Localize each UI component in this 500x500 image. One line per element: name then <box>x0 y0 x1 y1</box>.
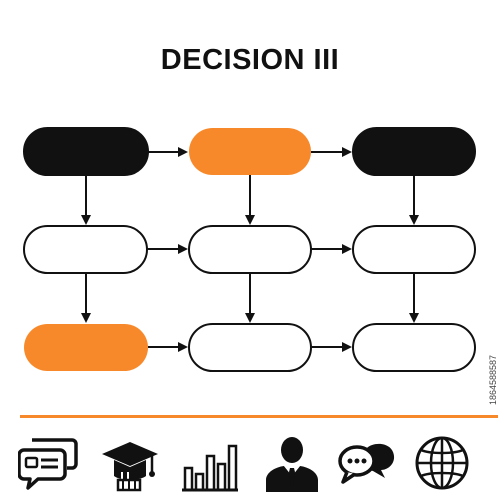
process-box-r3-c2 <box>188 323 312 372</box>
diagram-title: DECISION III <box>160 44 340 76</box>
icon-row <box>0 430 500 500</box>
process-box-r1-c2 <box>189 128 311 175</box>
divider-bar <box>20 415 498 418</box>
process-box-r2-c1 <box>23 225 148 274</box>
businessman-icon <box>266 437 318 492</box>
graduation-cap-icon <box>102 442 158 492</box>
bar-chart-icon <box>182 444 238 492</box>
process-box-r2-c3 <box>352 225 476 274</box>
chat-card-icon <box>18 438 78 490</box>
speech-bubbles-icon <box>338 443 395 484</box>
divider-line <box>20 415 498 418</box>
globe-icon <box>415 436 469 490</box>
process-box-r2-c2 <box>188 225 312 274</box>
process-box-r3-c3 <box>352 323 476 372</box>
flow-diagram <box>23 127 476 372</box>
process-box-r3-c1 <box>24 324 148 371</box>
process-box-r1-c1 <box>23 127 149 176</box>
process-box-r1-c3 <box>352 127 476 176</box>
